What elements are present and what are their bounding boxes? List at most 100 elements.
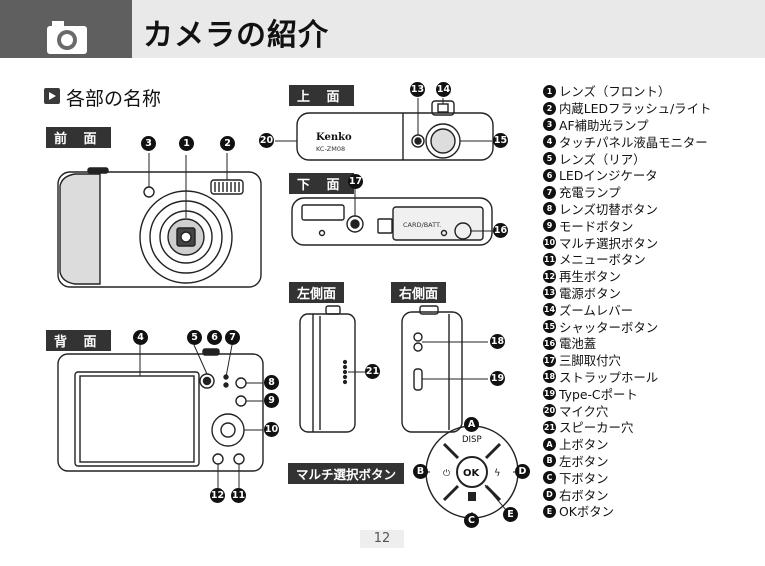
tag-back: 背 面 [46, 330, 111, 351]
part-label: 電池蓋 [559, 336, 597, 352]
part-label: 再生ボタン [559, 269, 621, 285]
part-label: 内蔵LEDフラッシュ/ライト [559, 101, 712, 117]
part-label: 電源ボタン [559, 285, 621, 301]
part-label: 充電ランプ [559, 185, 621, 201]
left-side-camera [299, 305, 365, 433]
part-label: レンズ（フロント） [559, 84, 671, 100]
part-label: 上ボタン [559, 437, 609, 453]
tag-top: 上 面 [289, 85, 354, 106]
part-label: ズームレバー [559, 302, 633, 318]
part-mark-badge: 9 [543, 219, 556, 233]
callout-11: 11 [231, 488, 246, 503]
callout-9: 9 [264, 393, 279, 408]
part-label: OKボタン [559, 504, 615, 520]
callout-15: 15 [493, 133, 508, 148]
part-mark-badge: 11 [543, 252, 556, 266]
part-mark-badge: 13 [543, 286, 556, 300]
callout-6: 6 [207, 330, 222, 345]
part-label: シャッターボタン [559, 319, 659, 335]
top-view-camera [275, 98, 494, 161]
tag-bottom: 下 面 [289, 173, 354, 194]
callout-8: 8 [264, 375, 279, 390]
right-side-camera [401, 305, 488, 433]
callout-5: 5 [187, 330, 202, 345]
part-label: メニューボタン [559, 252, 646, 268]
part-mark-badge: B [543, 454, 556, 468]
part-label: LEDインジケータ [559, 168, 658, 184]
callout-17: 17 [348, 174, 363, 189]
ok-text: OK [463, 468, 481, 479]
part-mark-badge: 16 [543, 336, 556, 350]
disp-text: DISP [462, 435, 482, 445]
part-label: AF補助光ランプ [559, 118, 649, 133]
part-label: マイク穴 [559, 403, 609, 419]
part-mark-badge: 21 [543, 420, 556, 434]
part-mark-badge: E [543, 504, 556, 518]
callout-14: 14 [436, 82, 451, 97]
part-mark-badge: 8 [543, 202, 556, 216]
brand-text: Kenko [316, 132, 352, 143]
card-batt-text: CARD/BATT. [403, 221, 441, 229]
part-mark-badge: 10 [543, 236, 556, 250]
page-number: 12 [360, 530, 404, 548]
part-mark-badge: 17 [543, 353, 556, 367]
tag-right-side: 右側面 [391, 282, 447, 303]
callout-18: 18 [490, 334, 505, 349]
part-mark-badge: 4 [543, 135, 556, 149]
part-mark-badge: 7 [543, 185, 556, 199]
callout-2: 2 [220, 136, 235, 151]
callout-10: 10 [264, 422, 279, 437]
camera-icon [47, 21, 87, 54]
tag-front: 前 面 [46, 127, 111, 148]
part-mark-badge: D [543, 488, 556, 502]
callout-20: 20 [259, 133, 274, 148]
part-label: レンズ（リア） [559, 151, 646, 167]
part-mark-badge: 20 [543, 404, 556, 418]
callout-B: B [413, 464, 428, 479]
callout-D: D [515, 464, 530, 479]
part-mark-badge: 12 [543, 269, 556, 283]
part-label: 下ボタン [559, 470, 609, 486]
callout-E: E [503, 507, 518, 522]
part-label: レンズ切替ボタン [559, 201, 658, 217]
back-view-camera [57, 344, 264, 488]
part-label: ストラップホール [559, 369, 659, 385]
callout-19: 19 [490, 371, 505, 386]
callout-1: 1 [179, 136, 194, 151]
callout-12: 12 [210, 488, 225, 503]
part-label: マルチ選択ボタン [559, 235, 659, 251]
part-label: タッチパネル液晶モニター [559, 134, 708, 150]
part-mark-badge: 3 [543, 118, 556, 132]
front-view-camera [57, 153, 262, 288]
part-label: Type-Cポート [559, 386, 638, 402]
part-label: 三脚取付穴 [559, 353, 621, 369]
callout-C: C [464, 513, 479, 528]
section-title: 各部の名称 [66, 88, 162, 110]
part-mark-badge: 19 [543, 387, 556, 401]
part-mark-badge: 14 [543, 303, 556, 317]
part-label: スピーカー穴 [559, 420, 634, 436]
callout-21: 21 [365, 364, 380, 379]
section-arrow-icon [44, 88, 60, 104]
